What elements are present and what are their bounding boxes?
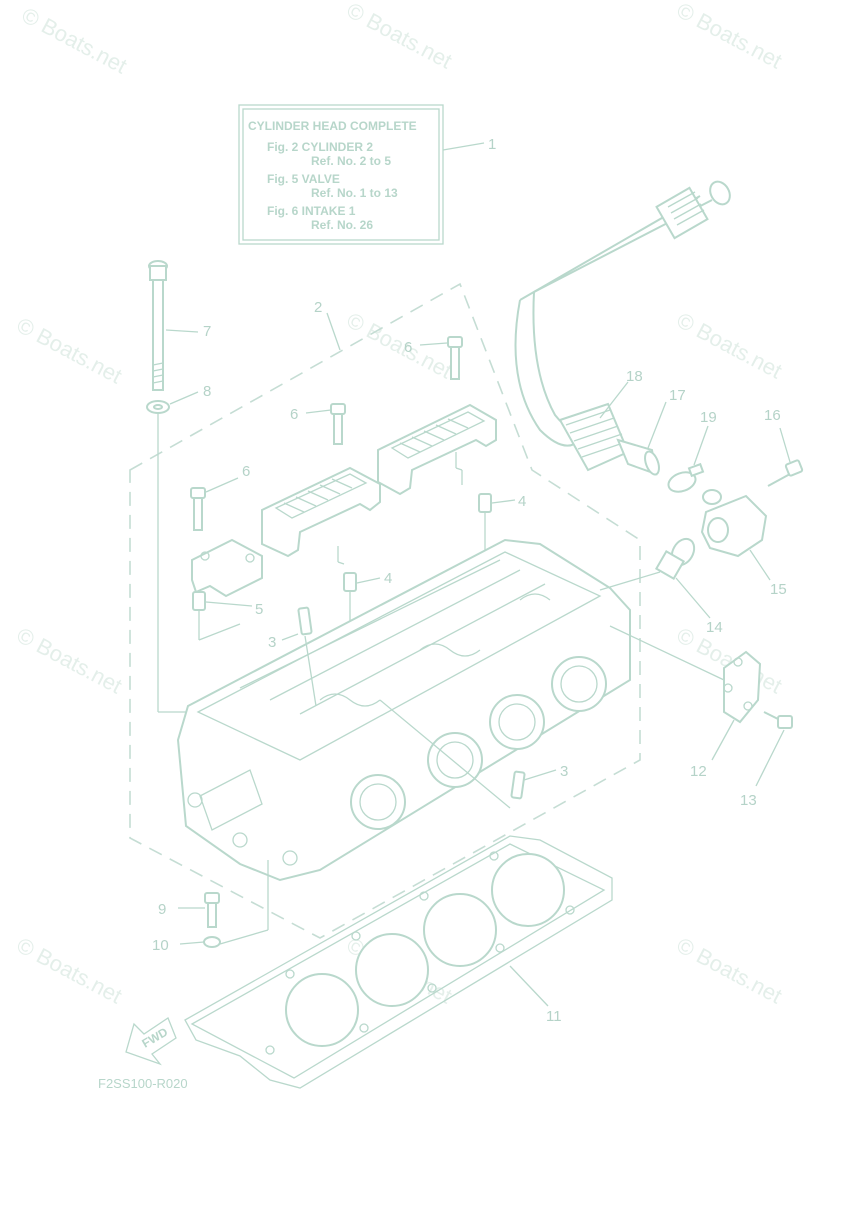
watermark: © Boats.net	[343, 0, 457, 74]
bolt-6a	[419, 336, 463, 380]
callout-11: 11	[546, 1008, 562, 1025]
watermark: © Boats.net	[13, 622, 127, 698]
bolt-6c	[190, 477, 239, 531]
assembly-outline	[129, 282, 641, 939]
ref-fig-5: Fig. 5 VALVE	[267, 172, 340, 186]
dowel-4b	[343, 572, 381, 640]
callout-10: 10	[152, 937, 169, 954]
ref-fig-2: Fig. 2 CYLINDER 2	[267, 140, 373, 154]
watermarks: © Boats.net © Boats.net © Boats.net © Bo…	[13, 0, 787, 1009]
callout-7: 7	[203, 323, 211, 340]
ref-no-2: Ref. No. 2 to 5	[311, 154, 391, 168]
camshaft-cap-left	[261, 466, 381, 558]
fwd-label: FWD	[140, 1025, 171, 1051]
bolt-16	[767, 427, 804, 487]
forward-arrow: FWD	[125, 1017, 177, 1066]
callout-6b: 6	[290, 406, 298, 423]
ref-no-5: Ref. No. 1 to 13	[311, 186, 398, 200]
watermark: © Boats.net	[673, 932, 787, 1008]
bolt-7	[148, 260, 168, 391]
callout-4a: 4	[518, 493, 526, 510]
plug-3a	[281, 606, 317, 707]
thermostat-14	[599, 537, 711, 619]
camshaft-cap-right	[377, 403, 497, 496]
callout-19: 19	[700, 409, 717, 426]
reference-box-inner	[242, 108, 440, 241]
watermark: © Boats.net	[13, 312, 127, 388]
exhaust-pipe	[514, 180, 731, 476]
callout-16: 16	[764, 407, 781, 424]
callout-14: 14	[706, 619, 723, 636]
ref-fig-6: Fig. 6 INTAKE 1	[267, 204, 356, 218]
callout-5: 5	[255, 601, 263, 618]
small-cap	[191, 538, 263, 598]
diagram-code: F2SS100-R020	[98, 1076, 188, 1091]
washer-8	[146, 400, 170, 414]
watermark: © Boats.net	[13, 932, 127, 1008]
callout-1: 1	[488, 136, 496, 153]
callout-6c: 6	[242, 463, 250, 480]
callout-12: 12	[690, 763, 707, 780]
callout-3b: 3	[560, 763, 568, 780]
plug-3b	[510, 769, 557, 800]
callout-6a: 6	[404, 339, 412, 356]
ref-no-6: Ref. No. 26	[311, 218, 373, 232]
cylinder-head	[176, 538, 631, 882]
reference-box-outer	[238, 104, 444, 245]
clamp-19	[667, 425, 709, 493]
reference-box: CYLINDER HEAD COMPLETE Fig. 2 CYLINDER 2…	[238, 104, 485, 245]
dowel-5	[192, 591, 253, 641]
gasket-11	[184, 835, 613, 1089]
bolt-13	[755, 711, 793, 787]
callout-17: 17	[669, 387, 686, 404]
cover-12	[609, 625, 762, 761]
bolt-6b	[305, 403, 346, 445]
callouts: 1 2 7 6 8 6 6 4 4 5 3 3 18 17 19 16 15 1…	[152, 136, 787, 1025]
watermark: © Boats.net	[18, 2, 132, 78]
callout-3a: 3	[268, 634, 276, 651]
callout-18: 18	[626, 368, 643, 385]
callout-4b: 4	[384, 570, 392, 587]
callout-9: 9	[158, 901, 166, 918]
washer-10	[179, 860, 269, 948]
housing-15	[700, 489, 771, 581]
callout-8: 8	[203, 383, 211, 400]
reference-box-title: CYLINDER HEAD COMPLETE	[248, 119, 417, 133]
callout-15: 15	[770, 581, 787, 598]
watermark: © Boats.net	[673, 307, 787, 383]
callout-13: 13	[740, 792, 757, 809]
watermark: © Boats.net	[673, 0, 787, 74]
bolt-9	[178, 892, 220, 928]
callout-2: 2	[314, 299, 322, 316]
